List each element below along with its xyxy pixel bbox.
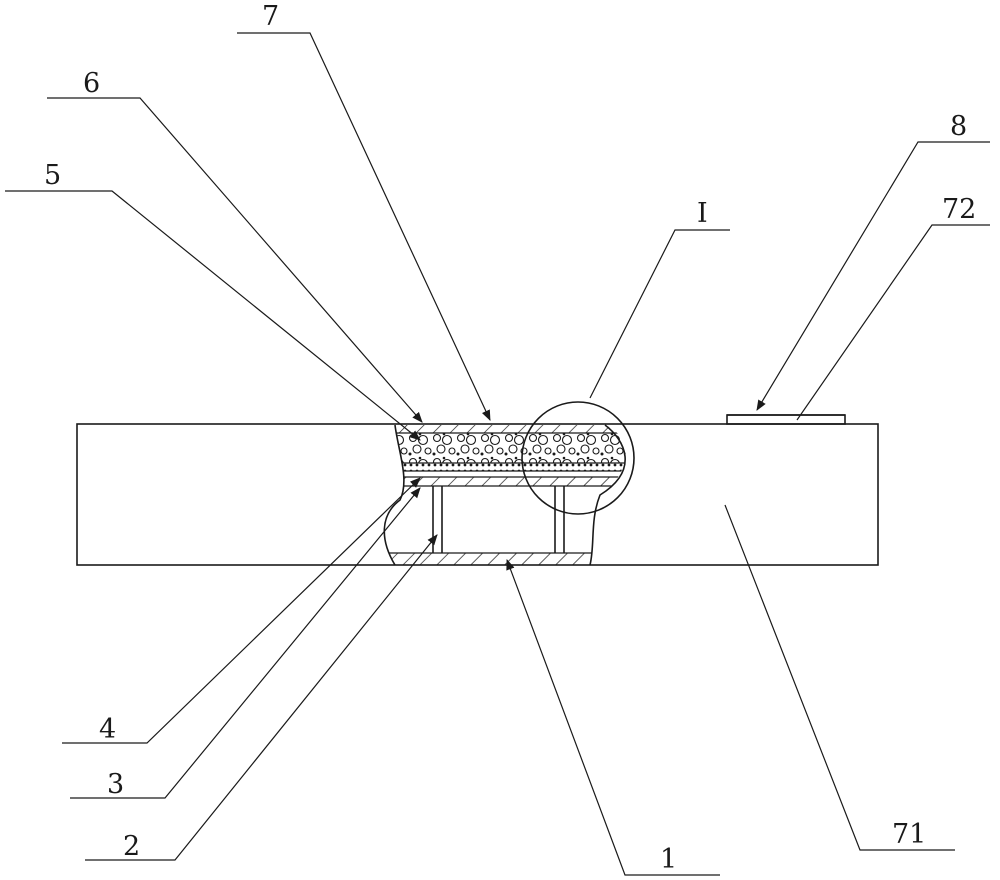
cutaway-section: [383, 424, 626, 566]
label-I: I: [697, 198, 708, 229]
label-3: 3: [107, 769, 124, 800]
label-2: 2: [123, 831, 140, 862]
detail-circle-I: [521, 401, 635, 515]
label-71: 71: [892, 819, 926, 850]
label-5: 5: [44, 160, 61, 191]
label-6: 6: [83, 68, 100, 99]
label-8: 8: [950, 111, 967, 142]
label-72: 72: [942, 194, 976, 225]
label-7: 7: [262, 1, 279, 32]
component-72: [726, 414, 846, 425]
leader-lines: [5, 32, 990, 876]
label-4: 4: [99, 714, 116, 745]
label-1: 1: [660, 844, 677, 875]
